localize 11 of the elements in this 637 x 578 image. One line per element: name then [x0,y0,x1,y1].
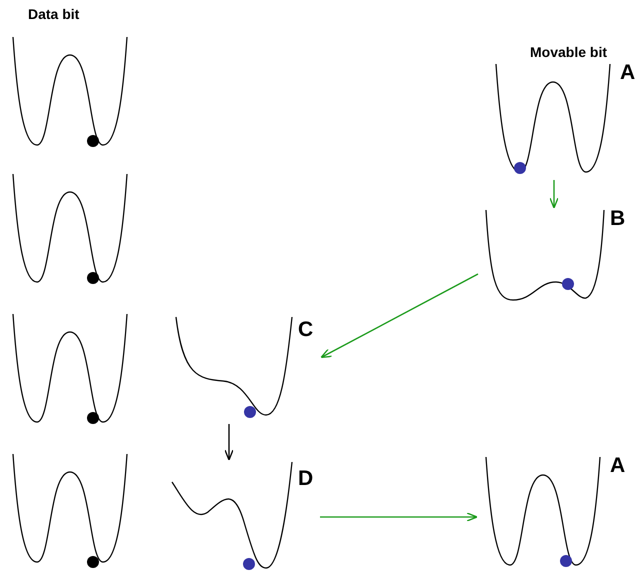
arrow [549,180,559,209]
state-label: B [610,208,626,230]
column-heading: Data bit [28,6,80,22]
state-label: C [298,319,314,341]
state-label: A [620,62,636,84]
column-heading: Movable bit [530,44,608,60]
arrow [224,424,234,461]
state-label: D [298,468,314,490]
state-label: A [610,455,626,477]
arrow [320,512,478,522]
arrow [320,273,478,358]
